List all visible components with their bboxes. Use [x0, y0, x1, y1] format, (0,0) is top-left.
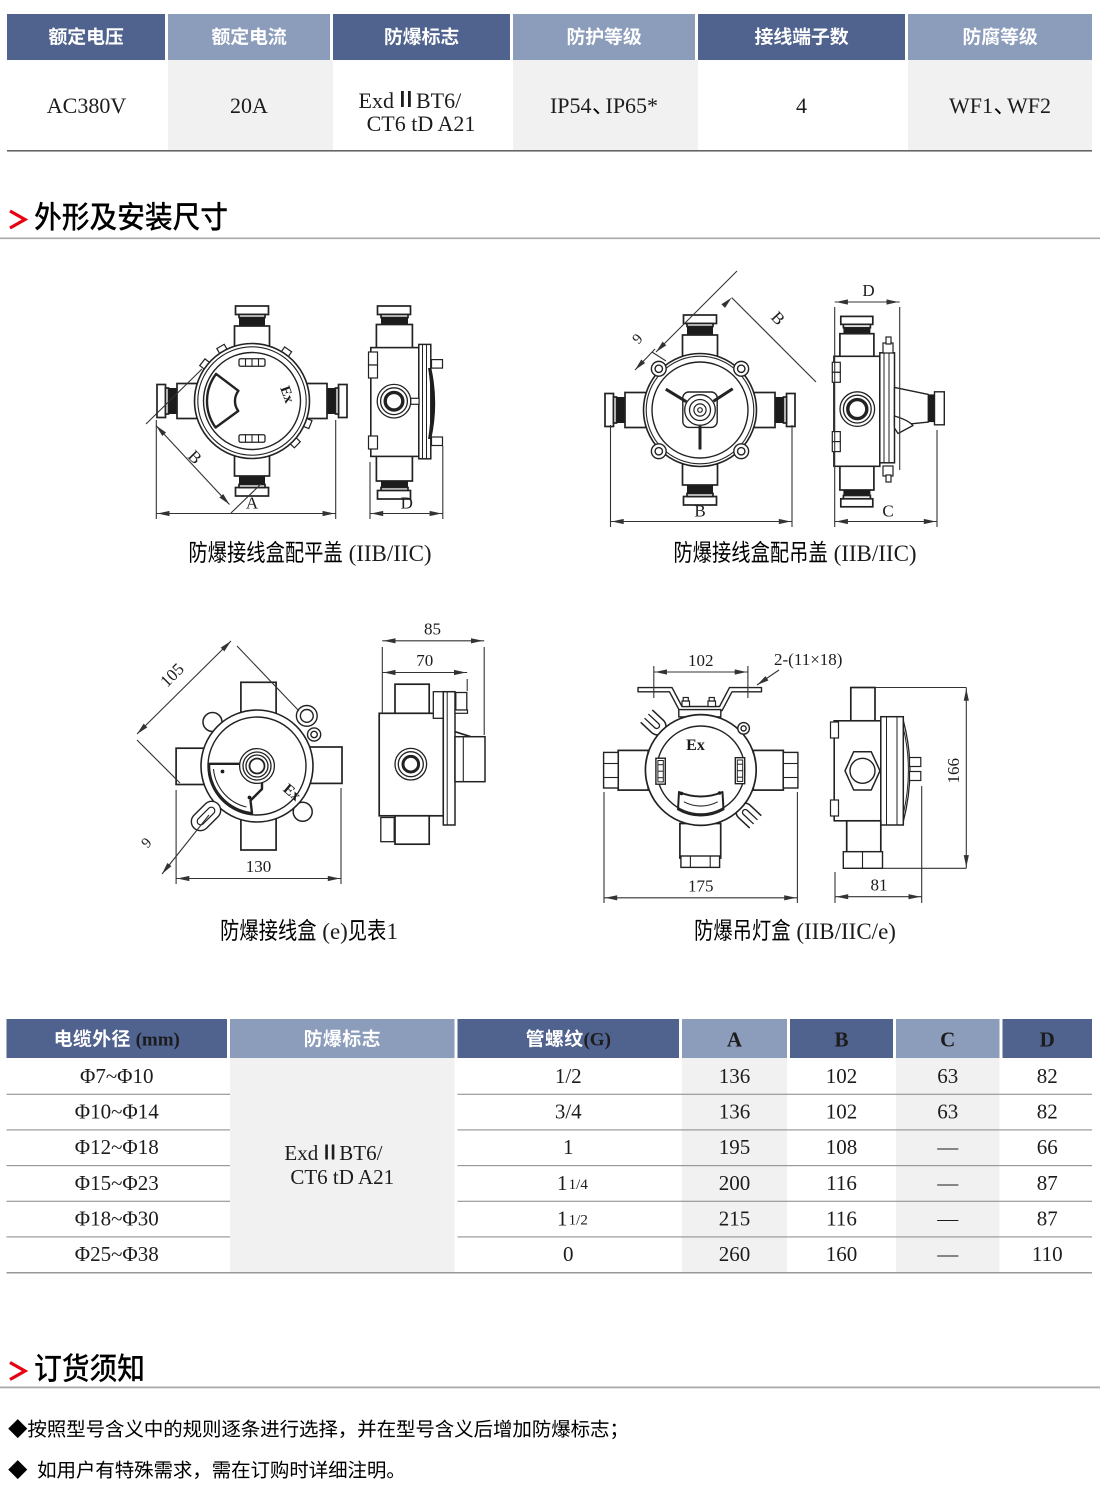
svg-text:20A: 20A: [230, 93, 268, 118]
svg-text:130: 130: [246, 857, 272, 876]
svg-text:215: 215: [719, 1207, 751, 1231]
svg-text:63: 63: [937, 1100, 958, 1124]
svg-text:CT6 tD A21: CT6 tD A21: [367, 111, 476, 136]
svg-text:1/2: 1/2: [555, 1064, 582, 1088]
svg-text:1: 1: [386, 919, 398, 944]
svg-text:Ex: Ex: [686, 737, 705, 754]
svg-text:136: 136: [719, 1064, 751, 1088]
svg-text:1: 1: [557, 1171, 568, 1195]
svg-text:Φ25~Φ38: Φ25~Φ38: [75, 1242, 159, 1266]
svg-text:1: 1: [563, 1135, 574, 1159]
svg-text:108: 108: [826, 1135, 858, 1159]
svg-text:116: 116: [826, 1207, 857, 1231]
svg-text:Φ7~Φ10: Φ7~Φ10: [80, 1064, 154, 1088]
svg-text:D: D: [401, 494, 413, 513]
svg-text:(e): (e): [322, 919, 348, 944]
svg-text:Φ10~Φ14: Φ10~Φ14: [75, 1100, 160, 1124]
svg-text:2-(11×18): 2-(11×18): [774, 650, 842, 669]
svg-text:WF1: WF1: [949, 93, 993, 118]
svg-text:82: 82: [1037, 1064, 1058, 1088]
svg-text:3/4: 3/4: [555, 1100, 582, 1124]
svg-text:A: A: [246, 494, 259, 513]
svg-text:—: —: [936, 1171, 959, 1195]
svg-text:—: —: [936, 1207, 959, 1231]
svg-text:160: 160: [826, 1242, 858, 1266]
svg-text:200: 200: [719, 1171, 751, 1195]
svg-text:102: 102: [688, 651, 714, 670]
svg-text:Ex: Ex: [276, 384, 297, 406]
svg-text:Exd: Exd: [359, 88, 394, 113]
svg-text:1/2: 1/2: [569, 1213, 588, 1229]
svg-text:AC380V: AC380V: [47, 93, 127, 118]
svg-text:C: C: [940, 1028, 955, 1052]
svg-text:260: 260: [719, 1242, 751, 1266]
svg-text:87: 87: [1037, 1171, 1058, 1195]
svg-text:Φ12~Φ18: Φ12~Φ18: [75, 1135, 159, 1159]
svg-text:63: 63: [937, 1064, 958, 1088]
svg-text:81: 81: [871, 876, 888, 895]
svg-text:(G): (G): [583, 1030, 610, 1051]
svg-text:82: 82: [1037, 1100, 1058, 1124]
svg-text:1: 1: [557, 1207, 568, 1231]
svg-text:Exd: Exd: [284, 1141, 318, 1165]
svg-text:CT6 tD A21: CT6 tD A21: [290, 1165, 394, 1189]
svg-text:IP65*: IP65*: [606, 93, 659, 118]
svg-text:IP54: IP54: [550, 93, 592, 118]
svg-text:—: —: [936, 1242, 959, 1266]
svg-text:B: B: [834, 1028, 848, 1052]
svg-text:D: D: [1040, 1028, 1055, 1052]
svg-text:85: 85: [424, 620, 441, 639]
svg-text:116: 116: [826, 1171, 857, 1195]
svg-text:1/4: 1/4: [569, 1177, 589, 1193]
svg-text:70: 70: [416, 651, 433, 670]
svg-text:Φ18~Φ30: Φ18~Φ30: [75, 1207, 159, 1231]
svg-text:C: C: [882, 502, 893, 521]
svg-text:136: 136: [719, 1100, 751, 1124]
svg-text:BT6/: BT6/: [339, 1141, 382, 1165]
svg-text:(IIB/IIC): (IIB/IIC): [349, 541, 432, 566]
svg-text:195: 195: [719, 1135, 751, 1159]
svg-text:4: 4: [796, 93, 807, 118]
svg-text:Φ15~Φ23: Φ15~Φ23: [75, 1171, 159, 1195]
svg-text:D: D: [862, 281, 874, 300]
svg-text:A: A: [727, 1028, 743, 1052]
svg-text:(IIB/IIC/e): (IIB/IIC/e): [796, 919, 896, 944]
svg-text:175: 175: [688, 877, 714, 896]
svg-text:BT6/: BT6/: [416, 88, 462, 113]
svg-text:(mm): (mm): [136, 1030, 180, 1051]
svg-text:102: 102: [826, 1064, 858, 1088]
svg-text:—: —: [936, 1135, 959, 1159]
svg-text:0: 0: [563, 1242, 574, 1266]
svg-text:B: B: [694, 502, 705, 521]
svg-text:(IIB/IIC): (IIB/IIC): [834, 541, 917, 566]
svg-text:166: 166: [944, 758, 963, 784]
svg-text:WF2: WF2: [1007, 93, 1051, 118]
svg-text:87: 87: [1037, 1207, 1058, 1231]
svg-text:66: 66: [1037, 1135, 1058, 1159]
svg-text:102: 102: [826, 1100, 858, 1124]
svg-text:110: 110: [1032, 1242, 1063, 1266]
